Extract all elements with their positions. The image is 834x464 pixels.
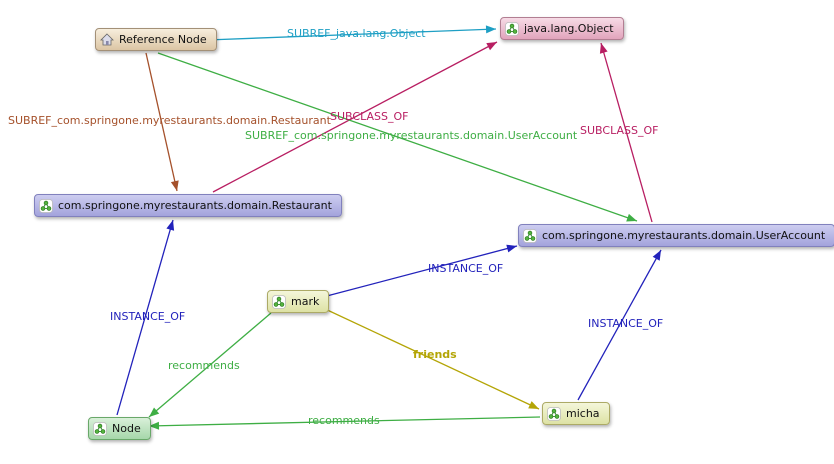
node-label-micha: micha (566, 407, 600, 420)
edge-instance-of-micha (577, 249, 662, 401)
edge-arrowhead-subref-object (485, 25, 496, 34)
edge-subref-restaurant (145, 52, 178, 192)
node-label-mark: mark (291, 295, 320, 308)
node-java-lang-object[interactable]: java.lang.Object (500, 17, 624, 40)
edge-instance-of-node (116, 219, 174, 416)
edge-friends (322, 307, 540, 410)
node-label-node: Node (112, 422, 141, 435)
node-node[interactable]: Node (88, 417, 151, 440)
edge-arrowhead-subref-restaurant (170, 180, 179, 191)
edge-arrowhead-friends (528, 401, 539, 409)
edge-subclass-useraccount (600, 42, 653, 223)
edge-arrowhead-instance-of-node (166, 220, 175, 231)
graph-icon (523, 228, 537, 243)
edge-subclass-restaurant (212, 41, 498, 193)
edge-arrowhead-recommends-mark (149, 407, 160, 417)
graph-icon (93, 421, 107, 436)
graph-icon (39, 198, 53, 213)
edge-arrowhead-subref-useraccount (626, 213, 637, 222)
edge-arrowhead-recommends-micha (149, 421, 160, 430)
edge-recommends-micha (148, 416, 541, 427)
edge-arrowhead-instance-of-micha (652, 250, 661, 261)
graph-icon (272, 294, 286, 309)
graph-icon (505, 21, 519, 36)
edge-arrowhead-subclass-useraccount (599, 43, 608, 54)
edge-arrowhead-instance-of-mark (506, 244, 517, 253)
node-mark[interactable]: mark (267, 290, 330, 313)
node-useraccount-class[interactable]: com.springone.myrestaurants.domain.UserA… (518, 224, 834, 247)
node-label-restaurant-class: com.springone.myrestaurants.domain.Resta… (58, 199, 332, 212)
node-reference-node[interactable]: Reference Node (95, 28, 217, 51)
node-restaurant-class[interactable]: com.springone.myrestaurants.domain.Resta… (34, 194, 342, 217)
edge-subref-useraccount (157, 52, 638, 222)
home-icon (100, 32, 114, 47)
graph-icon (547, 406, 561, 421)
node-label-reference-node: Reference Node (119, 33, 207, 46)
node-label-useraccount-class: com.springone.myrestaurants.domain.UserA… (542, 229, 826, 242)
edge-instance-of-mark (322, 245, 518, 298)
node-label-java-lang-object: java.lang.Object (524, 22, 614, 35)
node-micha[interactable]: micha (542, 402, 610, 425)
edge-subref-object (206, 28, 497, 41)
edge-recommends-mark (148, 312, 272, 418)
edge-arrowhead-subclass-restaurant (486, 42, 497, 51)
